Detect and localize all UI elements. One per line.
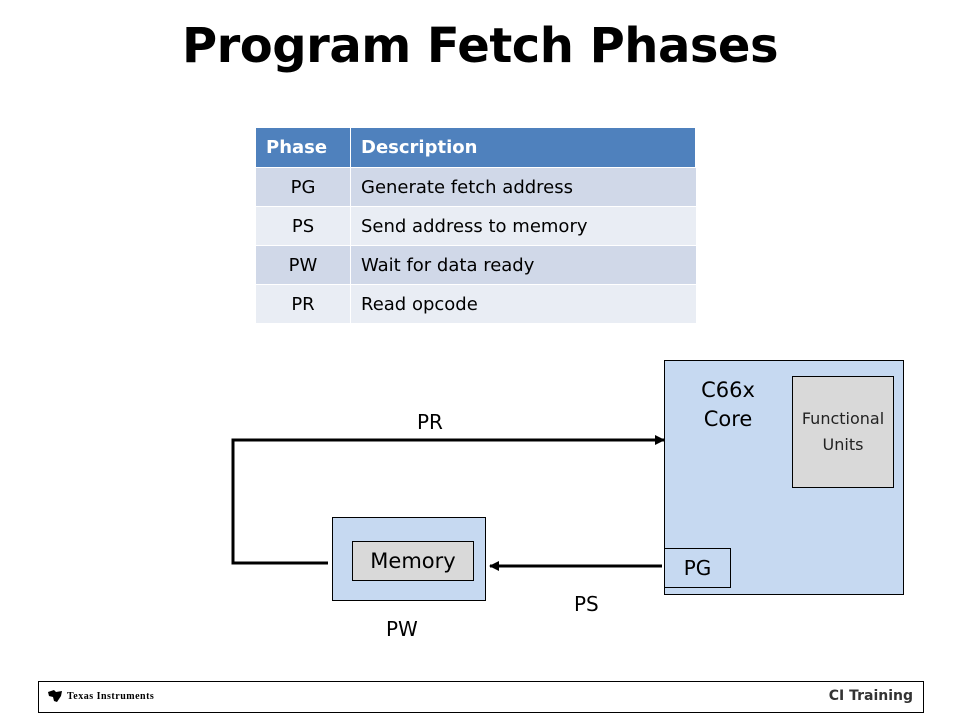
ti-logo-text: Texas Instruments xyxy=(67,690,155,702)
pg-box: PG xyxy=(664,548,731,588)
pw-label: PW xyxy=(386,617,418,641)
core-label-line1: C66x xyxy=(701,378,755,402)
footer-bar: Texas Instruments CI Training xyxy=(38,681,924,713)
description-cell: Generate fetch address xyxy=(350,167,696,207)
ps-label: PS xyxy=(574,592,599,616)
table-row: PW Wait for data ready xyxy=(256,245,696,285)
pr-arrow xyxy=(231,435,665,565)
description-cell: Read opcode xyxy=(350,284,696,323)
core-label: C66x Core xyxy=(684,376,772,434)
memory-box: Memory xyxy=(352,541,474,581)
phase-cell: PS xyxy=(256,206,351,246)
phase-cell: PW xyxy=(256,245,351,285)
slide-title: Program Fetch Phases xyxy=(181,18,779,74)
table-header-row: Phase Description xyxy=(256,128,696,168)
phase-cell: PR xyxy=(256,284,351,323)
functional-units-line2: Units xyxy=(822,435,864,454)
functional-units-line1: Functional xyxy=(801,409,885,428)
ti-logo: Texas Instruments xyxy=(47,689,154,703)
functional-units-box: Functional Units xyxy=(792,376,894,488)
ci-training-brand: CI Training xyxy=(828,688,913,704)
description-cell: Wait for data ready xyxy=(350,245,696,285)
ti-logo-icon xyxy=(48,690,62,702)
description-cell: Send address to memory xyxy=(350,206,696,246)
phase-cell: PG xyxy=(256,167,351,207)
table-row: PG Generate fetch address xyxy=(256,167,696,207)
table-row: PR Read opcode xyxy=(256,284,696,323)
core-label-line2: Core xyxy=(703,407,753,431)
table-row: PS Send address to memory xyxy=(256,206,696,246)
header-phase: Phase xyxy=(256,128,351,168)
header-description: Description xyxy=(350,128,696,168)
phases-table: Phase Description PG Generate fetch addr… xyxy=(256,128,696,323)
pr-label: PR xyxy=(417,410,443,434)
